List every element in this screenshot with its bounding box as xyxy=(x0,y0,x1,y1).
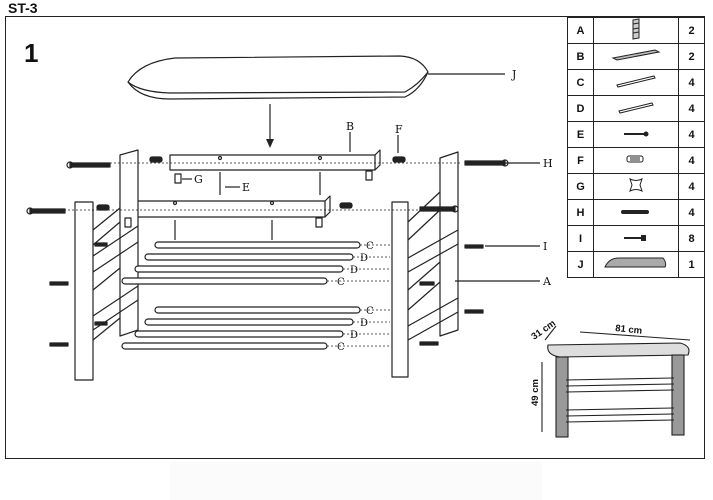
short-dowel-icon xyxy=(593,95,679,122)
callout-g: G xyxy=(194,173,203,186)
part-qty: 1 xyxy=(678,251,705,278)
part-letter: F xyxy=(567,147,594,174)
bolt-left-upper xyxy=(66,161,111,169)
side-frame-icon xyxy=(593,17,679,44)
part-letter: D xyxy=(567,95,594,122)
parts-row: E 4 xyxy=(567,121,705,148)
finished-bench xyxy=(541,325,691,438)
part-letter: B xyxy=(567,43,594,70)
bolt-icon xyxy=(593,199,679,226)
screw-icon xyxy=(593,121,679,148)
front-rail xyxy=(119,195,331,218)
model-title: ST-3 xyxy=(8,0,38,16)
pins xyxy=(49,242,484,347)
long-dowel-icon xyxy=(593,69,679,96)
part-letter: I xyxy=(567,225,594,252)
part-letter: G xyxy=(567,173,594,200)
part-qty: 4 xyxy=(678,147,705,174)
part-qty: 4 xyxy=(678,199,705,226)
cam-locks xyxy=(124,170,373,228)
dowel-set-upper xyxy=(121,241,361,285)
parts-row: I 8 xyxy=(567,225,705,252)
callout-c-1: C xyxy=(366,241,374,252)
callout-e: E xyxy=(242,181,250,194)
bolt-right-lower xyxy=(419,205,459,213)
parts-row: H 4 xyxy=(567,199,705,226)
seat-cushion-icon xyxy=(593,251,679,278)
callout-d-1: D xyxy=(360,253,368,264)
part-qty: 4 xyxy=(678,121,705,148)
part-letter: C xyxy=(567,69,594,96)
alignment-lines xyxy=(60,162,460,347)
callout-h: H xyxy=(543,157,553,170)
callout-b: B xyxy=(346,120,354,133)
dim-height: 49 cm xyxy=(530,379,541,406)
footer-strip xyxy=(170,462,542,500)
callout-d-2: D xyxy=(350,265,358,276)
callout-i: I xyxy=(543,240,547,253)
part-letter: E xyxy=(567,121,594,148)
callout-a: A xyxy=(542,275,552,288)
part-letter: A xyxy=(567,17,594,44)
step-number: 1 xyxy=(24,38,39,68)
part-qty: 2 xyxy=(678,43,705,70)
back-rail xyxy=(169,149,381,171)
part-letter: H xyxy=(567,199,594,226)
seat-cushion xyxy=(127,55,429,100)
left-side-frame xyxy=(74,149,139,381)
wooden-dowel-icon xyxy=(593,147,679,174)
pin-icon xyxy=(593,225,679,252)
part-qty: 8 xyxy=(678,225,705,252)
callout-c-3: C xyxy=(366,306,374,317)
bolt-right-upper xyxy=(464,159,509,167)
parts-row: G 4 xyxy=(567,173,705,200)
parts-row: F 4 xyxy=(567,147,705,174)
dim-width: 81 cm xyxy=(615,323,643,337)
wooden-dowels xyxy=(96,156,406,211)
parts-row: B 2 xyxy=(567,43,705,70)
callout-d-4: D xyxy=(350,330,358,341)
dowel-set-lower xyxy=(121,306,361,350)
part-qty: 4 xyxy=(678,173,705,200)
callout-c-4: C xyxy=(337,342,345,353)
parts-table: A 2 B 2 C 4 D 4 E 4 F 4 G xyxy=(567,17,705,278)
dim-depth: 31 cm xyxy=(529,318,557,342)
part-qty: 2 xyxy=(678,17,705,44)
callout-j: J xyxy=(511,68,516,81)
part-qty: 4 xyxy=(678,69,705,96)
part-qty: 4 xyxy=(678,95,705,122)
part-letter: J xyxy=(567,251,594,278)
parts-row: D 4 xyxy=(567,95,705,122)
screws xyxy=(174,172,321,240)
callout-c-2: C xyxy=(337,277,345,288)
right-side-frame xyxy=(391,151,459,378)
parts-row: C 4 xyxy=(567,69,705,96)
callout-f: F xyxy=(395,123,403,136)
parts-row: J 1 xyxy=(567,251,705,278)
cam-lock-icon xyxy=(593,173,679,200)
bolt-left-lower xyxy=(26,207,66,215)
callout-d-3: D xyxy=(360,318,368,329)
parts-row: A 2 xyxy=(567,17,705,44)
diagram-frame xyxy=(5,16,705,459)
rail-icon xyxy=(593,43,679,70)
